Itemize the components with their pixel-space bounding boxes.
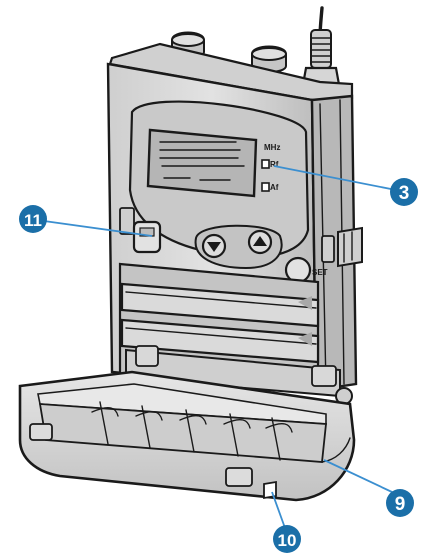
battery-compartment: [118, 262, 353, 405]
up-arrow-icon: [253, 236, 267, 246]
callout-9-label: 9: [395, 494, 406, 515]
antenna-cable: [300, 6, 342, 92]
button-pad: [194, 224, 283, 270]
battery-1-polarity-arrow: [298, 296, 312, 310]
display-label-rf: Rf: [270, 160, 279, 169]
leader-line-9: [323, 459, 393, 493]
callout-11: 11: [19, 205, 47, 233]
leader-line-3: [273, 165, 397, 191]
right-side-switch: [321, 235, 335, 263]
callout-10: 10: [273, 525, 301, 553]
callout-9: 9: [386, 489, 414, 517]
af-led: [261, 182, 270, 192]
display-label-mhz: MHz: [264, 143, 280, 152]
display-label-af: Af: [270, 183, 279, 192]
down-arrow-icon: [207, 242, 221, 252]
rf-led: [261, 159, 270, 169]
control-panel: MHz Rf Af SET: [119, 100, 335, 284]
battery-lid[interactable]: [18, 370, 356, 502]
leader-line-11: [43, 220, 153, 237]
set-button-label: SET: [312, 268, 328, 277]
callout-11-label: 11: [24, 211, 42, 230]
callout-3: 3: [390, 178, 418, 206]
down-arrow-button[interactable]: [201, 233, 227, 259]
battery-1: [120, 282, 320, 328]
leader-line-10: [271, 491, 286, 529]
up-arrow-button[interactable]: [247, 229, 273, 255]
power-button[interactable]: [119, 207, 162, 254]
leader-lines: [43, 165, 397, 529]
callout-3-label: 3: [399, 183, 410, 204]
battery-2: [120, 318, 320, 364]
battery-2-polarity-arrow: [298, 332, 312, 346]
lcd-display: [146, 128, 258, 198]
callout-10-label: 10: [278, 531, 297, 550]
